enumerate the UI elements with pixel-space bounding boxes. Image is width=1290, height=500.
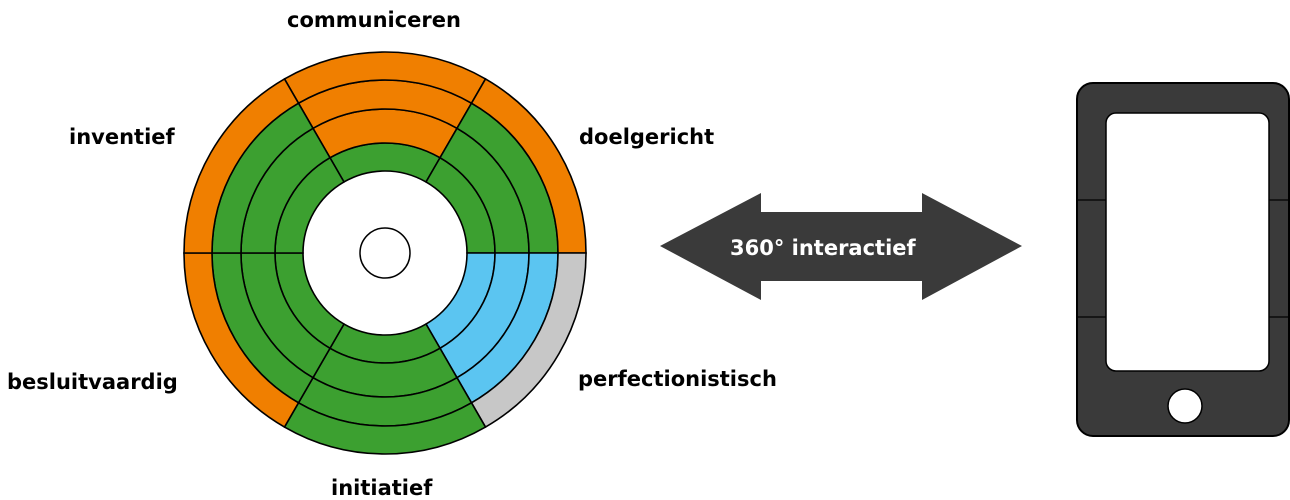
label-inventief: inventief (69, 125, 175, 149)
wheel-cell-inventief-ring-4[interactable] (183, 77, 300, 254)
phone-home-button (1167, 388, 1203, 424)
arrow-label: 360° interactief (730, 236, 916, 260)
double-arrow-icon (660, 193, 1022, 300)
label-initiatief: initiatief (331, 476, 433, 500)
smartphone-icon[interactable] (1076, 82, 1290, 437)
label-doelgericht: doelgericht (579, 125, 715, 149)
label-perfectionistisch: perfectionistisch (578, 367, 777, 391)
phone-screen (1105, 112, 1270, 372)
competency-wheel[interactable] (183, 51, 587, 455)
wheel-center-circle[interactable] (359, 227, 411, 279)
label-communiceren: communiceren (287, 8, 461, 32)
label-besluitvaardig: besluitvaardig (7, 370, 178, 394)
